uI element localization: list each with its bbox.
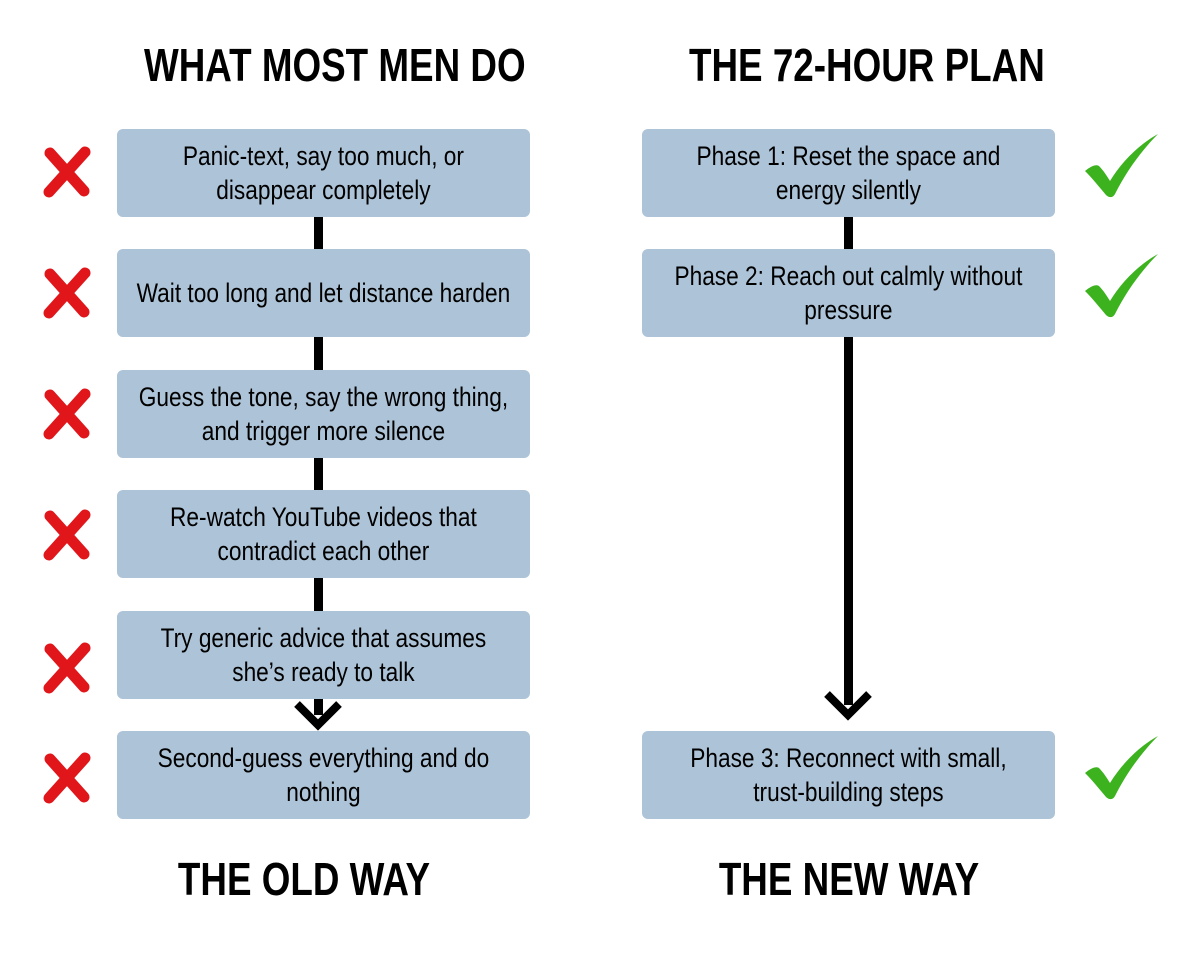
old-way-step: Wait too long and let distance harden <box>117 249 530 337</box>
old-way-title: WHAT MOST MEN DO <box>144 39 526 91</box>
old-way-step-text: Second-guess everything and do nothing <box>157 743 490 807</box>
new-way-step-text: Phase 2: Reach out calmly without pressu… <box>674 261 1023 325</box>
new-way-step: Phase 3: Reconnect with small, trust-bui… <box>642 731 1055 819</box>
old-way-step-text: Try generic advice that assumes she’s re… <box>160 623 487 687</box>
old-way-step: Guess the tone, say the wrong thing, and… <box>117 370 530 458</box>
red-cross-icon <box>43 752 91 804</box>
new-way-connector-line <box>844 215 853 705</box>
old-way-step: Try generic advice that assumes she’s re… <box>117 611 530 699</box>
red-cross-icon <box>43 642 91 694</box>
green-check-icon <box>1085 254 1158 318</box>
red-cross-icon <box>43 267 91 319</box>
old-way-step-text: Panic-text, say too much, or disappear c… <box>182 141 465 205</box>
old-way-step-text: Re-watch YouTube videos that contradict … <box>170 502 477 566</box>
red-cross-icon <box>43 146 91 198</box>
old-way-footer: THE OLD WAY <box>177 853 431 905</box>
old-way-step: Panic-text, say too much, or disappear c… <box>117 129 530 217</box>
old-way-connector-line <box>314 215 323 715</box>
old-way-step-text: Wait too long and let distance harden <box>136 278 511 308</box>
green-check-icon <box>1085 736 1158 800</box>
old-way-step: Re-watch YouTube videos that contradict … <box>117 490 530 578</box>
green-check-icon <box>1085 134 1158 198</box>
old-way-step-text: Guess the tone, say the wrong thing, and… <box>138 382 509 446</box>
new-way-footer: THE NEW WAY <box>718 853 980 905</box>
red-cross-icon <box>43 388 91 440</box>
new-way-step-text: Phase 3: Reconnect with small, trust-bui… <box>690 743 1007 807</box>
old-way-arrowhead-icon <box>294 701 342 731</box>
new-way-step: Phase 2: Reach out calmly without pressu… <box>642 249 1055 337</box>
new-way-step: Phase 1: Reset the space and energy sile… <box>642 129 1055 217</box>
new-way-step-text: Phase 1: Reset the space and energy sile… <box>696 141 1001 205</box>
new-way-arrowhead-icon <box>824 691 872 721</box>
red-cross-icon <box>43 509 91 561</box>
old-way-step: Second-guess everything and do nothing <box>117 731 530 819</box>
new-way-title: THE 72-HOUR PLAN <box>689 39 1045 91</box>
